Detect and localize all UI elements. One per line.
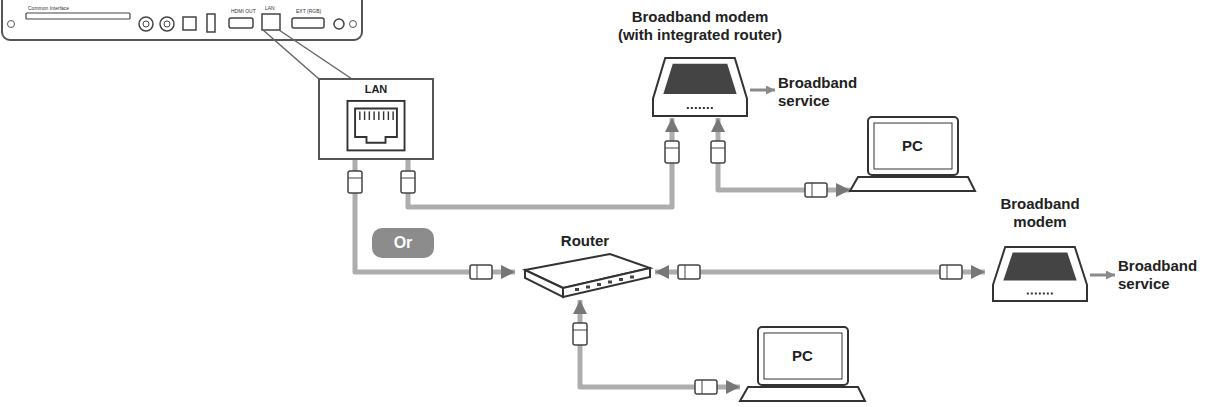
broadband-modem: Broadband modem bbox=[985, 195, 1095, 303]
lan-pin bbox=[359, 111, 360, 120]
node-text: Broadband modem bbox=[985, 195, 1095, 231]
optical-port bbox=[183, 17, 196, 30]
network-cable bbox=[655, 270, 985, 275]
network-cable bbox=[718, 118, 850, 190]
lan-pin bbox=[369, 111, 370, 120]
cable-plug bbox=[805, 183, 827, 197]
lan-pin bbox=[392, 111, 393, 120]
lan-pin bbox=[388, 111, 389, 120]
node-text: PC bbox=[850, 137, 975, 155]
router-led bbox=[630, 276, 634, 279]
laptop-base bbox=[850, 177, 975, 191]
plug-clip bbox=[665, 148, 679, 149]
plug-clip bbox=[685, 265, 686, 279]
pc-laptop: PC bbox=[850, 115, 975, 197]
port-label: EXT (RGB) bbox=[296, 8, 321, 14]
cable-plug bbox=[348, 171, 362, 193]
lan-pin bbox=[383, 111, 384, 120]
pc-laptop-shape bbox=[740, 325, 865, 405]
modem-top bbox=[663, 64, 736, 94]
node-text: PC bbox=[740, 347, 865, 365]
antenna-port bbox=[160, 17, 174, 31]
service-label: Broadband service bbox=[778, 74, 870, 110]
cable-plug bbox=[665, 141, 679, 163]
ext-port bbox=[292, 18, 324, 28]
plug-clip bbox=[947, 265, 948, 279]
lan-port-frame bbox=[347, 101, 404, 150]
node-text: Router bbox=[515, 232, 655, 250]
lan-port-socket bbox=[355, 109, 397, 143]
lan-callout-box: LAN bbox=[318, 78, 434, 160]
screw bbox=[350, 21, 357, 28]
node-text: LAN bbox=[320, 83, 432, 96]
pc-laptop: PC bbox=[740, 325, 865, 405]
router-front bbox=[563, 268, 650, 297]
screw bbox=[8, 21, 15, 28]
router-side bbox=[525, 270, 563, 297]
callout-leader bbox=[279, 30, 352, 79]
network-cable bbox=[355, 160, 515, 272]
service-arrow bbox=[750, 89, 775, 92]
lan-pin bbox=[373, 111, 374, 120]
modem-leds bbox=[1027, 292, 1053, 294]
router-led bbox=[586, 286, 590, 289]
cable-plug bbox=[573, 323, 587, 345]
cable-plug bbox=[470, 265, 492, 279]
plug-clip bbox=[702, 380, 703, 394]
antenna-port bbox=[164, 21, 170, 27]
laptop-base bbox=[740, 387, 865, 401]
router-led bbox=[597, 283, 601, 286]
port-label: Common Interface bbox=[28, 5, 69, 11]
ci-slot bbox=[26, 13, 130, 19]
router: Router bbox=[515, 228, 655, 300]
lan-port bbox=[262, 14, 280, 30]
modem-leds bbox=[687, 107, 713, 109]
network-cable bbox=[408, 118, 672, 207]
lan-pin bbox=[378, 111, 379, 120]
service-arrow bbox=[1090, 274, 1115, 277]
plug-clip bbox=[477, 265, 478, 279]
cable-plug bbox=[695, 380, 717, 394]
cable-plug bbox=[401, 171, 415, 193]
router-led bbox=[608, 281, 612, 284]
router-led bbox=[619, 278, 623, 281]
plug-clip bbox=[348, 178, 362, 179]
cable-plug bbox=[940, 265, 962, 279]
hdmi-port bbox=[229, 18, 253, 28]
cable-plug bbox=[711, 141, 725, 163]
modem-router: Broadband modem (with integrated router) bbox=[600, 8, 800, 118]
usb-port bbox=[207, 14, 215, 32]
port-label: LAN bbox=[265, 5, 275, 11]
modem-icon bbox=[653, 58, 747, 116]
plug-clip bbox=[711, 148, 725, 149]
or-badge: Or bbox=[372, 228, 434, 258]
antenna-port bbox=[143, 21, 149, 27]
cable-plug bbox=[678, 265, 700, 279]
service-label: Broadband service bbox=[1118, 257, 1210, 293]
modem-top bbox=[1003, 252, 1076, 280]
port-label: HDMI OUT bbox=[231, 8, 256, 14]
back-panel bbox=[2, 0, 362, 40]
router-led bbox=[575, 288, 579, 291]
node-text: Broadband modem (with integrated router) bbox=[600, 8, 800, 44]
antenna-port bbox=[139, 17, 153, 31]
lan-pin bbox=[364, 111, 365, 120]
network-cable bbox=[580, 300, 740, 387]
plug-clip bbox=[812, 183, 813, 197]
pc-laptop-shape bbox=[850, 115, 975, 197]
plug-clip bbox=[401, 178, 415, 179]
modem-icon bbox=[993, 247, 1087, 301]
dc-port bbox=[334, 19, 344, 29]
plug-clip bbox=[573, 330, 587, 331]
